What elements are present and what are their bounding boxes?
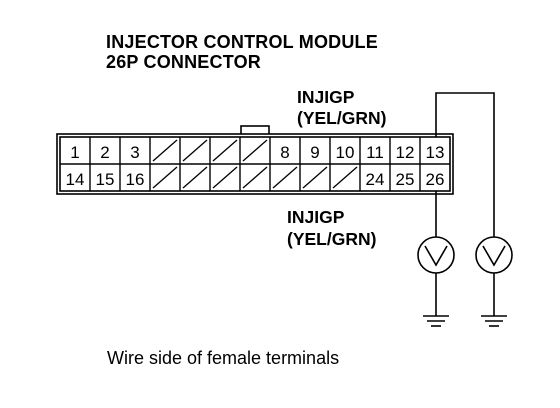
- terminal-11: 11: [366, 137, 391, 164]
- ground-icon: [481, 315, 507, 327]
- terminal-empty: [302, 164, 331, 191]
- terminal-25: 25: [396, 164, 421, 191]
- blank-terminal-mark: [212, 166, 238, 189]
- lead-terminal-13: [435, 92, 495, 237]
- wire-label-top-name: INJIGP: [297, 87, 355, 107]
- terminal-label: 14: [66, 170, 85, 189]
- terminal-label: 9: [310, 143, 319, 162]
- terminal-12: 12: [396, 137, 421, 164]
- terminal-label: 16: [126, 170, 145, 189]
- terminal-empty: [272, 164, 301, 191]
- wire-label-bottom-color: (YEL/GRN): [287, 229, 377, 249]
- terminal-label: 11: [366, 143, 384, 162]
- caption: Wire side of female terminals: [107, 348, 340, 368]
- blank-terminal-mark: [182, 166, 208, 189]
- terminal-empty: [152, 137, 181, 164]
- terminal-label: 13: [426, 143, 445, 162]
- blank-terminal-mark: [332, 166, 358, 189]
- blank-terminal-mark: [272, 166, 298, 189]
- terminal-8: 8: [280, 137, 301, 164]
- title-line-1: INJECTOR CONTROL MODULE: [106, 32, 378, 52]
- terminal-24: 24: [366, 164, 391, 191]
- terminal-3: 3: [130, 137, 151, 164]
- terminal-empty: [212, 164, 241, 191]
- blank-terminal-mark: [242, 139, 268, 162]
- terminal-empty: [212, 137, 241, 164]
- terminal-empty: [242, 164, 271, 191]
- terminal-2: 2: [100, 137, 121, 164]
- terminal-label: 1: [70, 143, 79, 162]
- blank-terminal-mark: [242, 166, 268, 189]
- blank-terminal-mark: [152, 166, 178, 189]
- terminal-15: 15: [96, 164, 121, 191]
- terminal-label: 25: [396, 170, 415, 189]
- terminal-14: 14: [66, 164, 91, 191]
- terminal-9: 9: [310, 137, 331, 164]
- terminal-empty: [242, 137, 271, 164]
- blank-terminal-mark: [302, 166, 328, 189]
- connector: [56, 125, 454, 195]
- terminal-label: 10: [336, 143, 355, 162]
- terminal-label: 15: [96, 170, 115, 189]
- blank-terminal-mark: [212, 139, 238, 162]
- terminal-empty: [152, 164, 181, 191]
- terminal-26: 26: [426, 170, 445, 189]
- voltmeter-icon: [475, 236, 513, 274]
- test-circuit: [417, 92, 513, 327]
- ground-icon: [423, 315, 449, 327]
- terminal-empty: [182, 137, 211, 164]
- terminal-label: 2: [100, 143, 109, 162]
- terminal-13: 13: [426, 143, 445, 162]
- title-line-2: 26P CONNECTOR: [106, 52, 261, 72]
- blank-terminal-mark: [182, 139, 208, 162]
- blank-terminal-mark: [152, 139, 178, 162]
- wire-label-top-color: (YEL/GRN): [297, 108, 387, 128]
- terminal-label: 24: [366, 170, 385, 189]
- terminal-empty: [332, 164, 361, 191]
- terminal-empty: [182, 164, 211, 191]
- terminal-label: 12: [396, 143, 415, 162]
- voltmeter-icon: [417, 236, 455, 274]
- wire-label-bottom-name: INJIGP: [287, 207, 345, 227]
- terminal-16: 16: [126, 164, 151, 191]
- terminal-label: 8: [280, 143, 289, 162]
- terminal-10: 10: [336, 137, 361, 164]
- terminal-1: 1: [70, 137, 91, 164]
- terminal-label: 3: [130, 143, 139, 162]
- terminal-label: 26: [426, 170, 445, 189]
